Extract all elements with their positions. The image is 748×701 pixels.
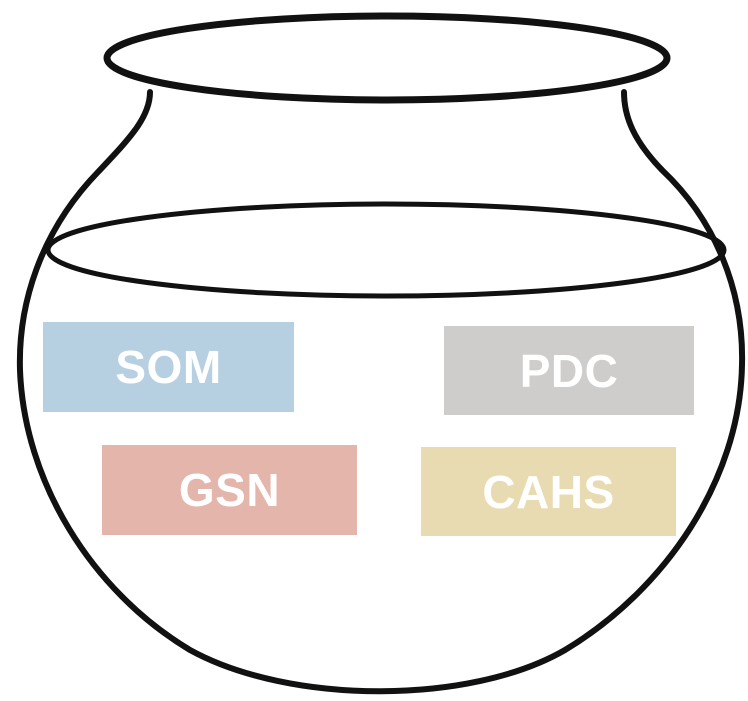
label-gsn: GSN <box>102 445 357 535</box>
water-surface <box>45 201 727 299</box>
label-cahs-text: CAHS <box>482 465 615 518</box>
label-gsn-text: GSN <box>178 464 281 516</box>
label-som: SOM <box>43 322 294 412</box>
label-pdc-text: PDC <box>519 344 619 397</box>
label-pdc: PDC <box>444 326 694 415</box>
label-som-text: SOM <box>115 341 222 393</box>
bowl-rim <box>103 12 671 104</box>
label-cahs: CAHS <box>421 447 676 536</box>
bowl-body-outline <box>16 89 746 695</box>
